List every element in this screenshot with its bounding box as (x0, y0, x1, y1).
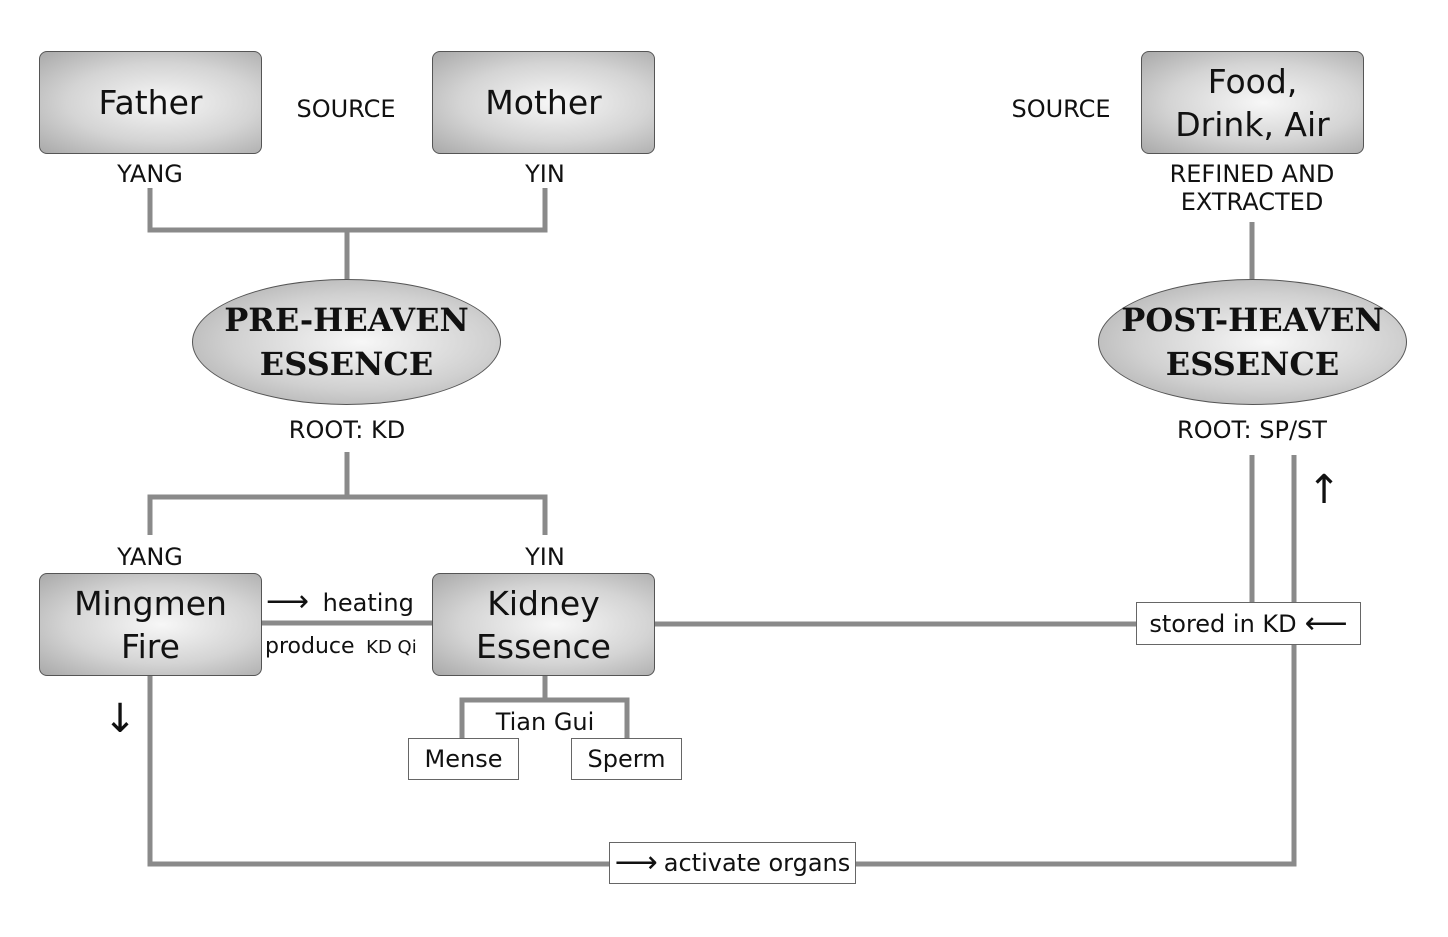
post-heaven-ellipse: POST-HEAVEN ESSENCE (1098, 279, 1407, 405)
tian-gui-label: Tian Gui (495, 708, 595, 736)
activate-organs-box: ⟶ activate organs (609, 842, 856, 884)
down-arrow-icon: ↓ (103, 696, 137, 742)
pre-heaven-line1: PRE-HEAVEN (224, 301, 469, 339)
food-line1: Food, (1207, 61, 1298, 101)
mingmen-fire-box: Mingmen Fire (39, 573, 262, 676)
source-right-label: SOURCE (1011, 95, 1111, 123)
line-tiangui-bracket (459, 697, 630, 738)
post-heaven-root-label: ROOT: SP/ST (1177, 416, 1327, 444)
heating-arrow-icon: ⟶ (266, 584, 310, 619)
post-heaven-line2: ESSENCE (1165, 345, 1340, 383)
father-box: Father (39, 51, 262, 154)
father-label: Father (98, 83, 203, 122)
sperm-box: Sperm (571, 738, 682, 780)
source-left-label: SOURCE (296, 95, 396, 123)
kidney-essence-box: Kidney Essence (432, 573, 655, 676)
kd-qi-label: KD Qi (366, 637, 417, 658)
pre-heaven-line2: ESSENCE (259, 345, 434, 383)
kidney-yin-label: YIN (525, 543, 565, 571)
mingmen-line2: Fire (121, 626, 180, 666)
produce-label-group: produce KD Qi (265, 631, 433, 662)
post-heaven-line1: POST-HEAVEN (1121, 301, 1384, 339)
line-father-mother (147, 188, 548, 233)
heating-label-group: ⟶ heating (266, 587, 426, 618)
kidney-line1: Kidney (487, 583, 600, 623)
line-activate-loop (147, 645, 1297, 867)
stored-in-kd-label: stored in KD (1149, 609, 1297, 638)
activate-organs-label: activate organs (663, 849, 851, 877)
refined-line2: EXTRACTED (1180, 188, 1324, 216)
stored-arrow-icon: ⟵ (1304, 605, 1348, 641)
activate-arrow-icon: ⟶ (614, 845, 658, 880)
up-arrow-icon: ↑ (1307, 467, 1341, 513)
food-box: Food, Drink, Air (1141, 51, 1364, 154)
sperm-label: Sperm (587, 745, 666, 773)
food-line2: Drink, Air (1175, 104, 1330, 144)
mense-label: Mense (424, 745, 503, 773)
pre-heaven-root-label: ROOT: KD (288, 416, 406, 444)
pre-heaven-ellipse: PRE-HEAVEN ESSENCE (192, 279, 501, 405)
refined-line1: REFINED AND (1169, 160, 1335, 188)
mother-yin-label: YIN (525, 160, 565, 188)
mingmen-line1: Mingmen (74, 583, 227, 623)
mother-box: Mother (432, 51, 655, 154)
kidney-line2: Essence (476, 626, 611, 666)
line-yang-yin-split (147, 494, 548, 535)
refined-label: REFINED AND EXTRACTED (1142, 160, 1362, 216)
mother-label: Mother (485, 83, 602, 122)
heating-label: heating (322, 589, 414, 617)
stored-in-kd-box: stored in KD ⟵ (1136, 602, 1361, 645)
mense-box: Mense (408, 738, 519, 780)
mingmen-yang-label: YANG (117, 543, 183, 571)
father-yang-label: YANG (117, 160, 183, 188)
produce-label: produce (265, 634, 355, 659)
